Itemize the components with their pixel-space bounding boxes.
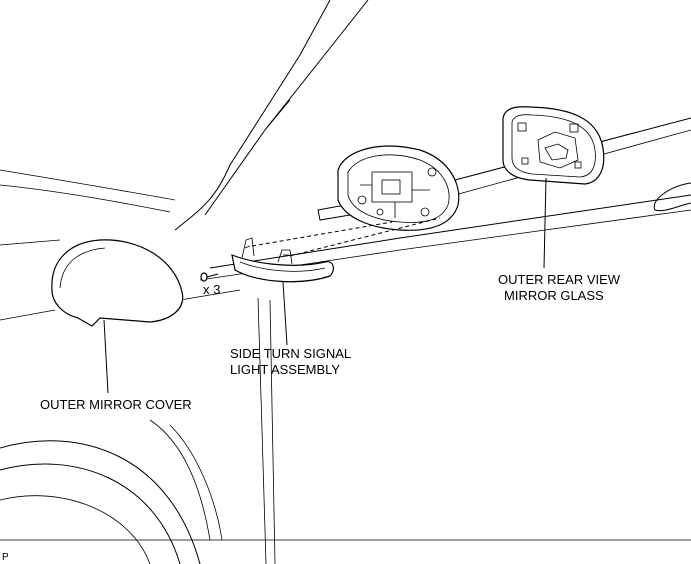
label-outer-rear-view-line1: OUTER REAR VIEW	[498, 272, 621, 287]
side-turn-signal-light-assembly	[231, 237, 335, 346]
alignment-lines	[251, 217, 441, 257]
label-side-turn-signal-line2: LIGHT ASSEMBLY	[230, 362, 340, 377]
mirror-housing	[337, 145, 460, 231]
label-side-turn-signal-line1: SIDE TURN SIGNAL	[230, 346, 351, 361]
label-screw-quantity: x 3	[203, 282, 220, 297]
outer-rear-view-mirror-glass	[502, 106, 605, 269]
label-outer-mirror-cover: OUTER MIRROR COVER	[40, 397, 192, 412]
outer-mirror-cover	[51, 239, 184, 394]
label-outer-rear-view-line2: MIRROR GLASS	[504, 288, 604, 303]
corner-mark: P	[2, 552, 9, 563]
screw-icon	[200, 272, 219, 282]
